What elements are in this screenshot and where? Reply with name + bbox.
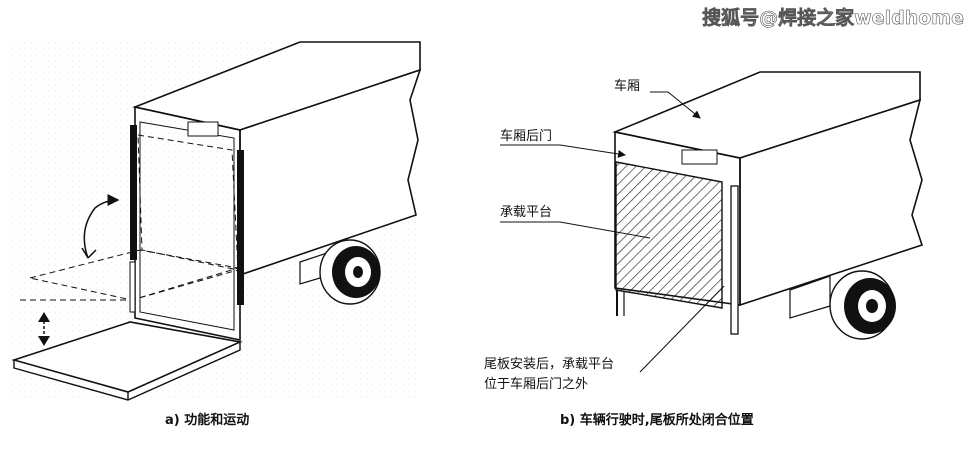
- loading-platform-closed: [615, 161, 723, 309]
- right-post: [730, 185, 739, 335]
- right-rail: [237, 150, 244, 305]
- wheel-b: [789, 270, 896, 340]
- left-post: [129, 261, 136, 313]
- compartment-side: [739, 98, 924, 307]
- rotation-arrow: [83, 194, 120, 259]
- figure-b-caption: b) 车辆行驶时,尾板所处闭合位置: [560, 412, 754, 428]
- label-rear-door: 车厢后门: [500, 128, 552, 144]
- lift-arrow: [38, 312, 50, 346]
- wheel-a: [299, 239, 381, 305]
- leader-rear-door: [500, 144, 626, 158]
- truck-side: [239, 68, 422, 277]
- label-compartment: 车厢: [614, 78, 640, 94]
- leader-compartment: [650, 91, 701, 119]
- label-note-line1: 尾板安装后，承载平台: [484, 357, 614, 372]
- label-note-line2: 位于车厢后门之外: [484, 376, 588, 392]
- label-platform: 承载平台: [500, 205, 552, 220]
- top-bracket-b: [681, 149, 718, 165]
- leader-note: [639, 285, 725, 373]
- left-rail: [130, 125, 137, 260]
- leader-platform: [500, 221, 651, 239]
- compartment-rear: [614, 131, 741, 306]
- figure-a: a) 功能和运动: [10, 38, 422, 428]
- figure-a-caption: a) 功能和运动: [165, 412, 249, 428]
- figure-b: 车厢 车厢后门 承载平台 尾板安装后，承载平台 位于车厢后门之外 b) 车辆行驶…: [484, 71, 924, 428]
- top-bracket: [187, 121, 219, 137]
- watermark: 搜狐号@焊接之家weldhome: [702, 6, 964, 29]
